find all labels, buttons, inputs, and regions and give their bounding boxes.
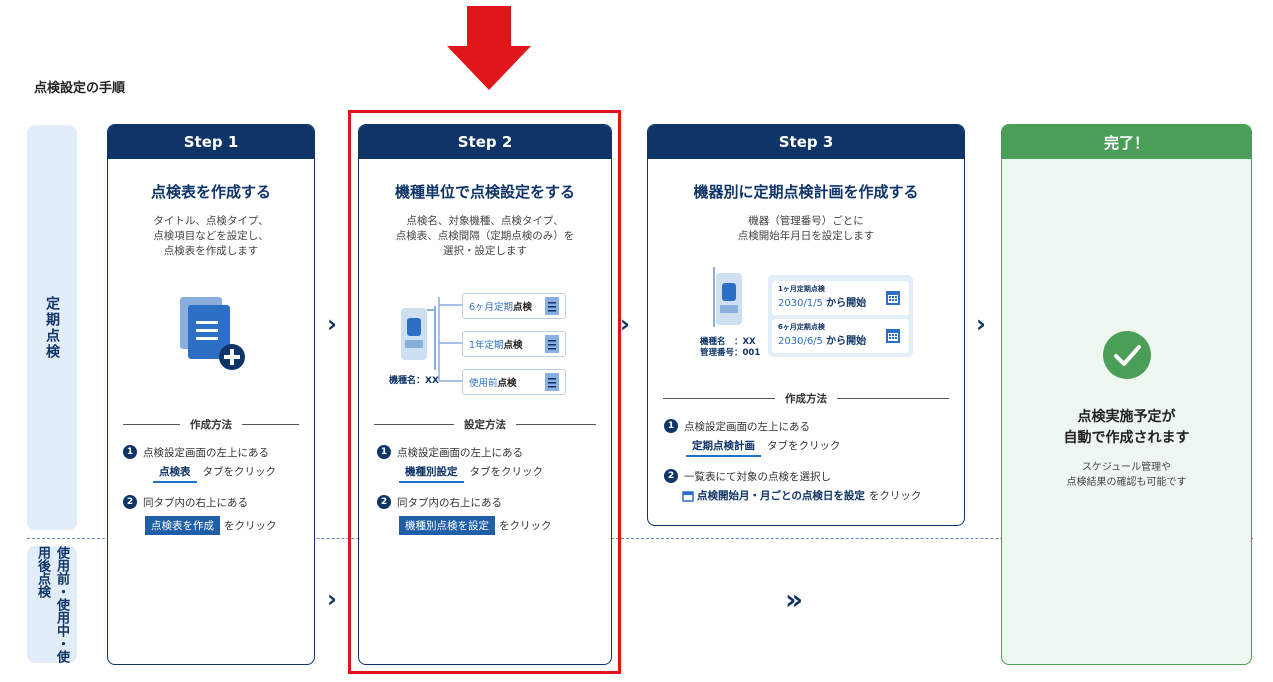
step3-instruction-1: 1 点検設定画面の左上にある — [664, 419, 921, 434]
divider-dashed — [27, 538, 1253, 539]
step2-desc: 点検名、対象機種、点検タイプ、 点検表、点検間隔（定期点検のみ）を 選択・設定し… — [395, 215, 575, 257]
step2-header: Step 2 — [359, 125, 611, 159]
side-label-usage: 使用前・使用中・使用後点検 — [27, 546, 77, 663]
number-badge: 2 — [664, 469, 678, 483]
step1-card: Step 1 点検表を作成する タイトル、点検タイプ、 点検項目などを設定し、 … — [107, 124, 315, 665]
tab-periodic-plan[interactable]: 定期点検計画 — [686, 438, 761, 457]
step2-card: Step 2 機種単位で点検設定をする 点検名、対象機種、点検タイプ、 点検表、… — [358, 124, 612, 665]
step3-instruction-2: 2 一覧表にて対象の点検を選択し — [664, 469, 921, 484]
tab-model-settings[interactable]: 機種別設定 — [399, 464, 464, 483]
check-icon — [1103, 331, 1151, 379]
device-info: 機種名 ：XX 管理番号：001 — [700, 337, 761, 358]
number-badge: 2 — [123, 495, 137, 509]
chevron-right-icon: › — [620, 310, 630, 338]
inspection-item-3: 使用前点検 — [462, 369, 566, 395]
double-chevron-right-icon: » — [785, 583, 804, 616]
step3-desc: 機器（管理番号）ごとに 点検開始年月日を設定します — [737, 215, 875, 242]
red-down-arrow-icon — [447, 6, 531, 90]
tab-inspection-sheet[interactable]: 点検表 — [153, 464, 197, 483]
step2-method-title: 設定方法 — [374, 417, 596, 432]
step2-instruction-1: 1 点検設定画面の左上にある — [377, 445, 552, 460]
chevron-right-icon: › — [976, 310, 986, 338]
document-add-icon — [180, 297, 245, 370]
highlight-frame — [348, 110, 621, 674]
chevron-right-icon: › — [327, 310, 337, 338]
number-badge: 1 — [123, 445, 137, 459]
step3-card: Step 3 機器別に定期点検計画を作成する 機器（管理番号）ごとに 点検開始年… — [647, 124, 965, 526]
create-sheet-button[interactable]: 点検表を作成 — [145, 516, 220, 535]
step3-header: Step 3 — [648, 125, 964, 159]
chevron-right-icon: › — [327, 585, 337, 613]
device-icon — [401, 306, 436, 370]
complete-title: 点検実施予定が 自動で作成されます — [1063, 409, 1190, 446]
complete-header: 完了！ — [1002, 125, 1251, 159]
step1-header: Step 1 — [108, 125, 314, 159]
step1-instruction-1: 1 点検設定画面の左上にある — [123, 445, 277, 460]
inspection-item-1: 6ヶ月定期点検 — [462, 293, 566, 319]
calendar-icon — [886, 291, 900, 343]
complete-desc: スケジュール管理や 点検結果の確認も可能です — [1066, 462, 1187, 488]
step3-method-title: 作成方法 — [663, 391, 949, 406]
side-label-periodic: 定期点検 — [27, 125, 77, 530]
step2-title: 機種単位で点検設定をする — [394, 183, 575, 201]
complete-card: 完了！ 点検実施予定が 自動で作成されます スケジュール管理や 点検結果の確認も… — [1001, 124, 1252, 665]
step3-title: 機器別に定期点検計画を作成する — [693, 183, 919, 201]
set-start-month-link[interactable]: 点検開始月・月ごとの点検日を設定 — [697, 490, 865, 502]
number-badge: 1 — [377, 445, 391, 459]
step1-title: 点検表を作成する — [150, 183, 271, 201]
step1-desc: タイトル、点検タイプ、 点検項目などを設定し、 点検表を作成します — [153, 215, 269, 257]
model-label: 機種名：XX — [389, 376, 439, 386]
tree-lines — [438, 297, 463, 382]
device-icon — [713, 267, 742, 327]
page-title: 点検設定の手順 — [34, 81, 126, 96]
step2-instruction-2: 2 同タブ内の右上にある — [377, 495, 552, 510]
step1-method-title: 作成方法 — [123, 417, 299, 432]
set-model-inspection-button[interactable]: 機種別点検を設定 — [399, 516, 495, 535]
calendar-icon — [682, 490, 694, 502]
number-badge: 1 — [664, 419, 678, 433]
number-badge: 2 — [377, 495, 391, 509]
step1-instruction-2: 2 同タブ内の右上にある — [123, 495, 277, 510]
inspection-item-2: 1年定期点検 — [462, 331, 566, 357]
document-icons — [545, 297, 559, 391]
